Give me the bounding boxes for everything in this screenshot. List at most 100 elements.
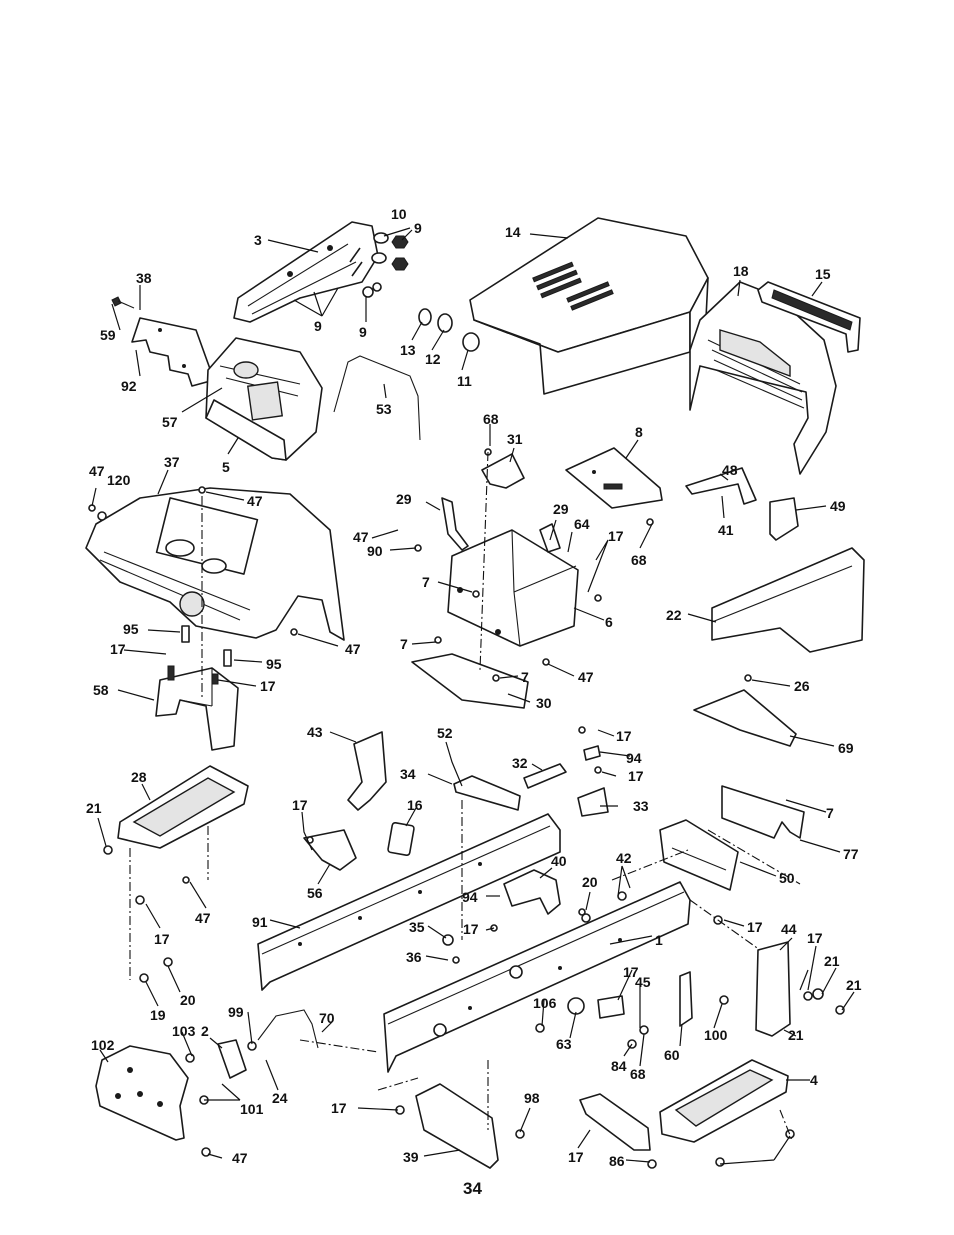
part-label: 26	[794, 678, 810, 694]
part-label: 63	[556, 1036, 572, 1052]
part-label: 5	[222, 459, 230, 475]
part-label: 47	[195, 910, 211, 926]
part-label: 77	[843, 846, 859, 862]
part-label: 95	[266, 656, 282, 672]
bolt-47-120-part	[88, 504, 107, 521]
part-label: 14	[505, 224, 521, 240]
part-label: 16	[407, 797, 423, 813]
hardware-small-part	[103, 448, 845, 1169]
part-label: 60	[664, 1047, 680, 1063]
console-plate-part	[481, 447, 663, 509]
part-label: 44	[781, 921, 797, 937]
dash-housing-part	[205, 337, 323, 461]
part-label: 99	[228, 1004, 244, 1020]
plate-7-77-part	[721, 785, 805, 839]
part-label: 20	[180, 992, 196, 1008]
fender-pan-part	[85, 487, 345, 641]
part-label: 20	[582, 874, 598, 890]
part-label: 17	[616, 728, 632, 744]
part-label: 21	[86, 800, 102, 816]
part-label: 68	[483, 411, 499, 427]
part-label: 9	[359, 324, 367, 340]
part-label: 10	[391, 206, 407, 222]
part-label: 17	[608, 528, 624, 544]
part-label: 7	[826, 805, 834, 821]
part-label: 120	[107, 472, 131, 488]
page-number: 34	[463, 1179, 482, 1198]
part-label: 56	[307, 885, 323, 901]
part-label: 34	[400, 766, 416, 782]
part-label: 50	[779, 870, 795, 886]
part-label: 17	[260, 678, 276, 694]
grommet-part	[387, 821, 415, 857]
part-label: 17	[747, 919, 763, 935]
assembly-lines	[129, 451, 801, 1141]
part-label: 29	[396, 491, 412, 507]
part-label: 35	[409, 919, 425, 935]
part-label: 43	[307, 724, 323, 740]
part-label: 18	[733, 263, 749, 279]
part-label: 100	[704, 1027, 728, 1043]
part-label: 9	[414, 220, 422, 236]
part-label: 1	[655, 932, 663, 948]
part-label: 47	[247, 493, 263, 509]
bracket-34-part	[453, 775, 521, 811]
bracket-39-part	[579, 1093, 651, 1151]
part-label: 90	[367, 543, 383, 559]
grille-screen-part	[757, 281, 861, 353]
dash-panel-part	[233, 221, 379, 323]
hood-part	[469, 217, 709, 395]
spacer-part	[181, 625, 190, 643]
bracket-50-part	[659, 819, 739, 891]
part-label: 59	[100, 327, 116, 343]
part-label: 17	[568, 1149, 584, 1165]
bracket-40-part	[503, 869, 561, 915]
part-label: 53	[376, 401, 392, 417]
footrest-left-part	[117, 765, 249, 849]
side-panel-part	[711, 547, 865, 653]
part-label: 3	[254, 232, 262, 248]
part-label: 32	[512, 755, 528, 771]
part-label: 15	[815, 266, 831, 282]
washers-nuts-part	[349, 232, 409, 298]
part-label: 17	[628, 768, 644, 784]
part-label: 4	[810, 1072, 818, 1088]
part-label: 47	[89, 463, 105, 479]
part-label: 39	[403, 1149, 419, 1165]
part-label: 30	[536, 695, 552, 711]
part-label: 103	[172, 1023, 196, 1039]
bracket-49-part	[769, 497, 799, 541]
part-label: 12	[425, 351, 441, 367]
part-label: 47	[578, 669, 594, 685]
bracket-48-part	[685, 467, 757, 505]
part-label: 11	[457, 373, 472, 389]
part-label: 52	[437, 725, 453, 741]
part-label: 47	[353, 529, 369, 545]
bolt-59-part	[111, 296, 135, 309]
part-label: 2	[201, 1023, 209, 1039]
part-label: 47	[232, 1150, 248, 1166]
part-label: 13	[400, 342, 416, 358]
part-label: 7	[521, 669, 529, 685]
floor-mat-part	[411, 653, 529, 709]
bracket-32-part	[523, 763, 567, 789]
bracket-56-part	[303, 829, 357, 871]
part-label: 102	[91, 1037, 115, 1053]
plate-2-part	[95, 1045, 189, 1141]
part-label: 31	[507, 431, 523, 447]
battery-bracket-part	[131, 317, 215, 387]
spring-94-part	[583, 745, 601, 761]
hood-hardware-part	[418, 308, 480, 352]
part-number-labels: 10 9 3 14 18 15 38 59 92 13 12 11 9 9 57…	[86, 206, 862, 1169]
hitch-45-part	[597, 995, 625, 1019]
part-label: 8	[635, 424, 643, 440]
frame-right-part	[383, 881, 691, 1073]
part-label: 106	[533, 995, 557, 1011]
part-label: 58	[93, 682, 109, 698]
part-label: 38	[136, 270, 152, 286]
part-label: 6	[605, 614, 613, 630]
part-label: 47	[345, 641, 361, 657]
part-label: 98	[524, 1090, 540, 1106]
spacer-part	[223, 649, 232, 667]
